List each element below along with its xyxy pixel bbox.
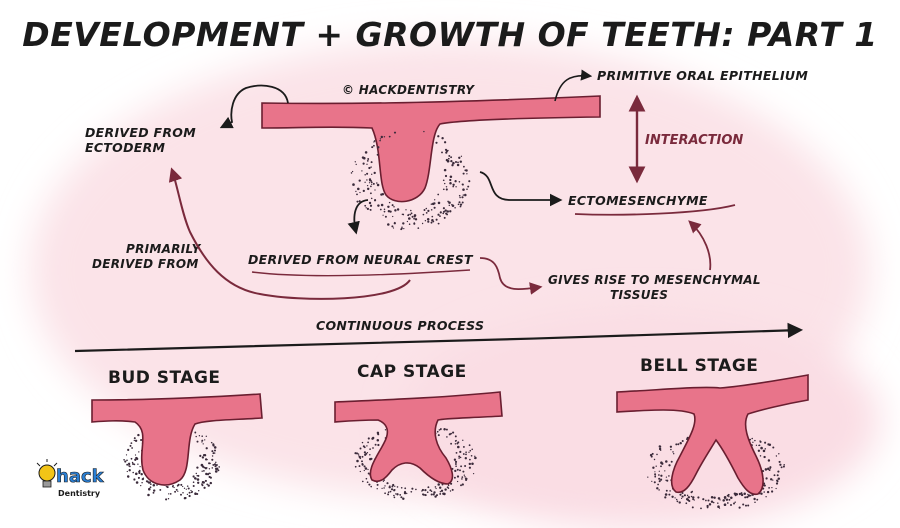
arrow-neural-crest-to-ectoderm: [168, 167, 411, 300]
ectomesenchyme-underline: [574, 204, 736, 216]
label-ectomesenchyme: ECTOMESENCHYME: [568, 193, 708, 208]
label-derived-from-line1: DERIVED FROM: [85, 125, 196, 140]
neural-crest-underline: [251, 269, 471, 277]
stage-label-cap: CAP STAGE: [357, 362, 467, 382]
mesenchyme-stipple-main: [350, 130, 471, 231]
stage-label-bud: BUD STAGE: [108, 368, 221, 388]
epithelium-band-main: [261, 95, 601, 203]
arrow-to-epithelium: [554, 69, 593, 102]
arrow-to-mesenchymal: [479, 257, 543, 295]
arrow-to-ectomesenchyme: [479, 171, 563, 207]
logo-word-dentistry: Dentistry: [58, 489, 101, 498]
label-primarily-line1: PRIMARILY: [126, 242, 202, 256]
label-continuous-process: CONTINUOUS PROCESS: [316, 318, 484, 333]
arrow-to-ectoderm: [219, 84, 289, 129]
label-primarily-line2: DERIVED FROM: [92, 257, 199, 271]
lightbulb-icon: [36, 459, 58, 488]
logo-word-hack: hack: [56, 466, 105, 487]
label-gives-rise-line1: GIVES RISE TO MESENCHYMAL: [548, 273, 761, 287]
bud-stage-shape: [91, 393, 263, 486]
copyright-text: © HACKDENTISTRY: [342, 83, 475, 97]
continuous-process-arrow: [74, 322, 804, 353]
hackdentistry-logo: hack Dentistry: [36, 459, 105, 498]
arrow-mesenchymal-to-ectomesenchyme: [688, 220, 712, 271]
cap-stage-shape: [334, 391, 503, 485]
bell-stage-shape: [616, 374, 809, 496]
label-gives-rise-line2: TISSUES: [610, 288, 668, 302]
label-ectoderm-line2: ECTODERM: [85, 140, 166, 155]
stage-label-bell: BELL STAGE: [640, 356, 758, 376]
label-derived-from-neural-crest: DERIVED FROM NEURAL CREST: [248, 252, 474, 267]
label-primitive-oral-epithelium: PRIMITIVE ORAL EPITHELIUM: [597, 68, 808, 83]
label-interaction: INTERACTION: [645, 133, 743, 148]
arrow-to-neural-crest: [347, 199, 369, 235]
page-title: DEVELOPMENT + GROWTH OF TEETH: PART 1: [22, 15, 877, 54]
